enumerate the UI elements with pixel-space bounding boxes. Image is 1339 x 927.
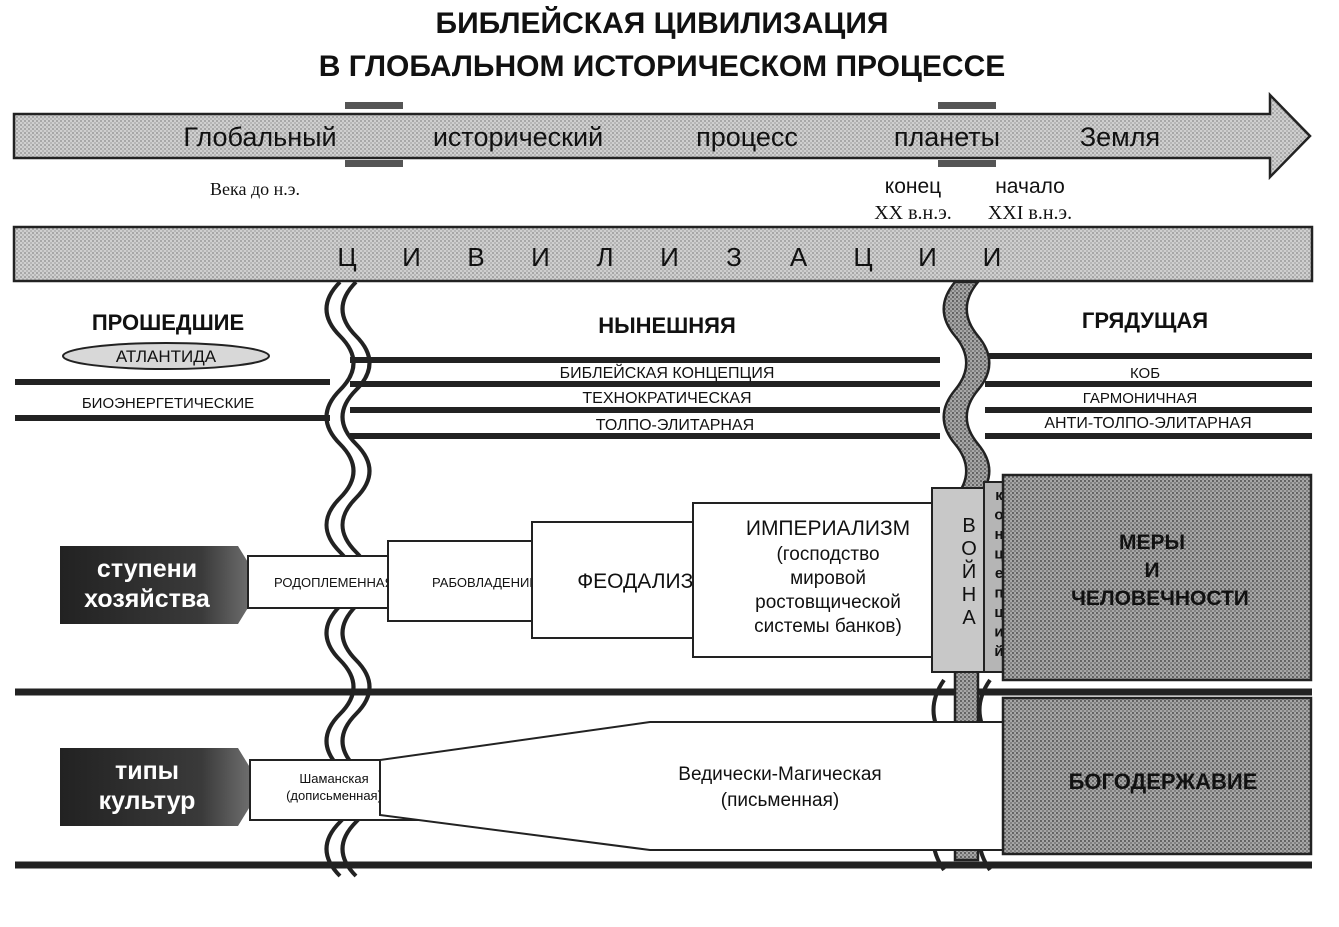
economy-stages-label: ступени хозяйства (60, 546, 262, 624)
vedic-label: Ведически-Магическая (678, 764, 881, 785)
imperialism-box (692, 502, 942, 658)
economy-stages-line-2: хозяйства (84, 585, 211, 613)
war-letter: Й (962, 559, 976, 583)
concept-letter: о (994, 507, 1003, 524)
war-column (931, 487, 985, 673)
slavery-label: РАБОВЛАДЕНИЕ (432, 575, 538, 590)
start-century: XXI в.н.э. (988, 202, 1072, 224)
culture-types-label: типы культур (60, 748, 262, 826)
bioenergetic-label: БИОЭНЕРГЕТИЧЕСКИЕ (82, 395, 254, 412)
measures-line-3: ЧЕЛОВЕЧНОСТИ (1071, 587, 1249, 610)
arrow-word-1: Глобальный (183, 122, 336, 152)
title-line-2: В ГЛОБАЛЬНОМ ИСТОРИЧЕСКОМ ПРОЦЕССЕ (319, 50, 1006, 83)
global-process-arrow: Глобальный исторический процесс планеты … (12, 91, 1312, 181)
war-letter: А (962, 607, 976, 629)
economy-stages-line-1: ступени (97, 555, 197, 583)
bc-label: Века до н.э. (210, 179, 300, 199)
harmonious-label: ГАРМОНИЧНАЯ (1083, 390, 1197, 407)
measures-box (1001, 473, 1313, 682)
concept-letter: н (994, 526, 1003, 543)
slavery-box (387, 540, 557, 622)
concept-letter: ц (994, 604, 1004, 621)
atlantis-label: АТЛАНТИДА (116, 347, 217, 366)
anti-crowd-elite-label: АНТИ-ТОЛПО-ЭЛИТАРНАЯ (1044, 415, 1251, 432)
arrow-word-2: исторический (433, 122, 603, 152)
civ-letter: И (531, 242, 550, 272)
war-letter: Н (962, 584, 976, 606)
era-present: НЫНЕШНЯЯ (598, 313, 736, 338)
god-rule-box (1001, 696, 1313, 856)
concept-letter: и (994, 624, 1003, 641)
concept-letter: й (994, 643, 1003, 660)
era-future: ГРЯДУЩАЯ (1082, 308, 1208, 333)
civ-letter: В (467, 242, 484, 272)
culture-types-line-1: типы (115, 757, 179, 785)
title-line-1: БИБЛЕЙСКАЯ ЦИВИЛИЗАЦИЯ (436, 6, 889, 40)
vedic-shape (379, 721, 1051, 851)
end-label: конец (885, 175, 941, 198)
imperialism-desc-4: системы банков) (754, 616, 902, 637)
arrow-word-4: планеты (894, 122, 1000, 152)
god-rule-label: БОГОДЕРЖАВИЕ (1069, 769, 1258, 794)
concept-letter: ц (994, 546, 1004, 563)
civ-letter: А (790, 242, 808, 272)
civ-letter: И (918, 242, 937, 272)
war-letter: О (961, 538, 977, 560)
imperialism-desc-2: мировой (790, 568, 866, 589)
era-past: ПРОШЕДШИЕ (92, 310, 244, 335)
imperialism-desc-3: ростовщической (755, 592, 901, 613)
crowd-elite-label: ТОЛПО-ЭЛИТАРНАЯ (596, 417, 754, 434)
atlantis-ellipse (62, 342, 270, 370)
civ-letter: И (660, 242, 679, 272)
civ-letter: З (726, 242, 742, 272)
civ-letter: И (983, 242, 1002, 272)
concept-letter: п (994, 585, 1003, 602)
civ-letter: Ц (337, 242, 356, 272)
imperialism-label: ИМПЕРИАЛИЗМ (746, 517, 910, 540)
civ-letter: И (402, 242, 421, 272)
imperialism-desc-1: (господство (776, 544, 879, 565)
shamanic-label: Шаманская (299, 771, 368, 786)
measures-line-2: И (1144, 559, 1159, 582)
feudalism-label: ФЕОДАЛИЗМ (577, 570, 711, 593)
end-century: XX в.н.э. (874, 202, 952, 224)
start-label: начало (995, 175, 1065, 198)
shamanic-sub-label: (дописьменная) (286, 788, 382, 803)
culture-types-line-2: культур (99, 787, 196, 815)
civ-letter: Ц (853, 242, 872, 272)
civ-letter: Л (596, 242, 613, 272)
technocratic-label: ТЕХНОКРАТИЧЕСКАЯ (582, 390, 751, 407)
arrow-word-3: процесс (696, 122, 798, 152)
kob-label: КОБ (1130, 365, 1160, 382)
arrow-word-5: Земля (1080, 122, 1160, 152)
tribal-label: РОДОПЛЕМЕННАЯ (274, 575, 394, 590)
biblical-concept-label: БИБЛЕЙСКАЯ КОНЦЕПЦИЯ (560, 363, 775, 382)
war-letter: В (962, 515, 975, 537)
vedic-sub-label: (письменная) (721, 790, 839, 811)
measures-line-1: МЕРЫ (1119, 531, 1185, 554)
concept-letter: е (995, 565, 1003, 582)
concept-letter: к (995, 487, 1003, 504)
